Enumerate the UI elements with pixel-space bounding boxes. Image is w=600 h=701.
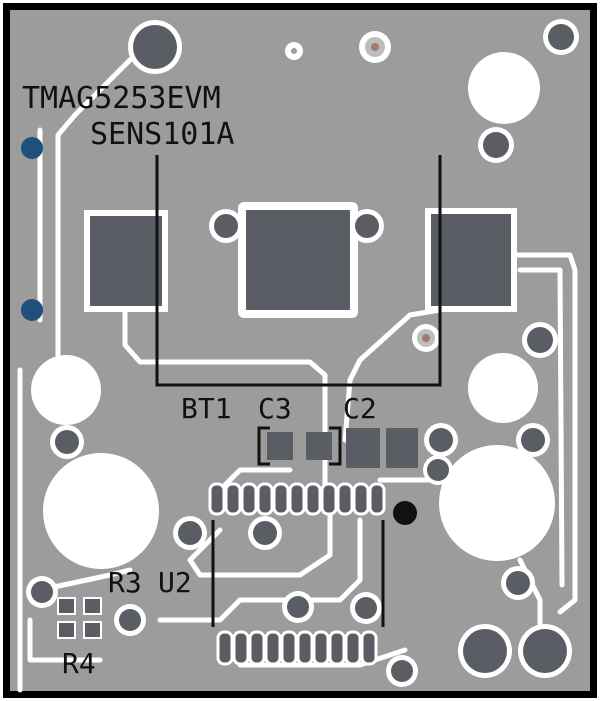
ic-pad (216, 630, 234, 666)
pad-copper (355, 597, 377, 619)
pin1-marker (393, 501, 417, 525)
vias (21, 31, 440, 525)
ic-pad (264, 630, 282, 666)
ic-pad (288, 482, 306, 516)
ic-pad (312, 630, 330, 666)
via-blue (21, 137, 43, 159)
ic-pad (320, 482, 338, 516)
mounting-hole (31, 355, 101, 425)
ic-pad (256, 482, 274, 516)
round-pads (26, 19, 579, 687)
ic-pad (280, 630, 298, 666)
ic-pad (304, 482, 322, 516)
pad-copper (55, 430, 79, 454)
c3-pad (267, 432, 293, 460)
c2-footprint (346, 428, 418, 468)
via-hole (422, 334, 430, 342)
c3-footprint (257, 426, 342, 466)
bt1-pad-right-copper (431, 214, 511, 306)
pad-copper (253, 521, 277, 545)
large-pad-copper (133, 25, 177, 69)
label-c3: C3 (258, 392, 292, 425)
board-title: TMAG5253EVM (22, 81, 221, 116)
pad-copper (483, 132, 509, 158)
r4-pad (57, 597, 76, 615)
pad-copper (429, 428, 453, 452)
board-subtitle: SENS101A (90, 117, 235, 152)
pad-copper (287, 596, 309, 618)
lower-ic-pads (216, 630, 378, 666)
c3-bracket (257, 426, 342, 466)
upper-ic-pads (208, 482, 386, 516)
bt1-pad-center-copper (246, 210, 350, 310)
via-hole (291, 48, 297, 54)
c2-pad (346, 428, 380, 468)
via-blue (21, 299, 43, 321)
label-bt1: BT1 (181, 392, 232, 425)
ic-pad (248, 630, 266, 666)
ic-pad (240, 482, 258, 516)
large-pad-copper (463, 629, 507, 673)
ic-pad (224, 482, 242, 516)
pad-copper (506, 571, 530, 595)
mounting-hole (439, 445, 555, 561)
pad-copper (31, 581, 53, 603)
r4-pad (83, 597, 102, 615)
pad-copper (521, 428, 545, 452)
ic-pad (336, 482, 354, 516)
mounting-hole (43, 453, 159, 569)
pad-copper (214, 214, 238, 238)
ic-pad (208, 482, 226, 516)
bt1-footprint (84, 202, 517, 318)
pad-copper (178, 521, 202, 545)
pad-copper (548, 24, 574, 50)
r4-pad (57, 621, 76, 639)
pad-copper (391, 660, 413, 682)
traces (17, 32, 578, 693)
bt1-outline (155, 155, 442, 387)
label-r4: R4 (62, 647, 96, 680)
pad-copper (427, 459, 449, 481)
ic-pad (328, 630, 346, 666)
ic-pad (344, 630, 362, 666)
pad-copper (355, 214, 379, 238)
via-hole (371, 43, 379, 51)
ic-pad (232, 630, 250, 666)
mounting-hole (468, 52, 540, 124)
c2-pad (386, 428, 418, 468)
label-u2: U2 (158, 566, 192, 599)
bt1-pad-left-copper (90, 216, 162, 306)
c3-pad (306, 432, 332, 460)
label-c2: C2 (343, 392, 377, 425)
pad-copper (119, 609, 141, 631)
r4-footprint (57, 597, 102, 639)
mounting-holes (31, 52, 555, 569)
large-pad-copper (523, 629, 567, 673)
label-r3: R3 (108, 566, 142, 599)
ic-pad (352, 482, 370, 516)
pad-copper (527, 327, 553, 353)
ic-pad (368, 482, 386, 516)
r4-pad (83, 621, 102, 639)
ic-pad (272, 482, 290, 516)
mounting-hole (468, 353, 538, 423)
ic-pad (360, 630, 378, 666)
ic-pad (296, 630, 314, 666)
silkscreen-lines (155, 155, 442, 627)
